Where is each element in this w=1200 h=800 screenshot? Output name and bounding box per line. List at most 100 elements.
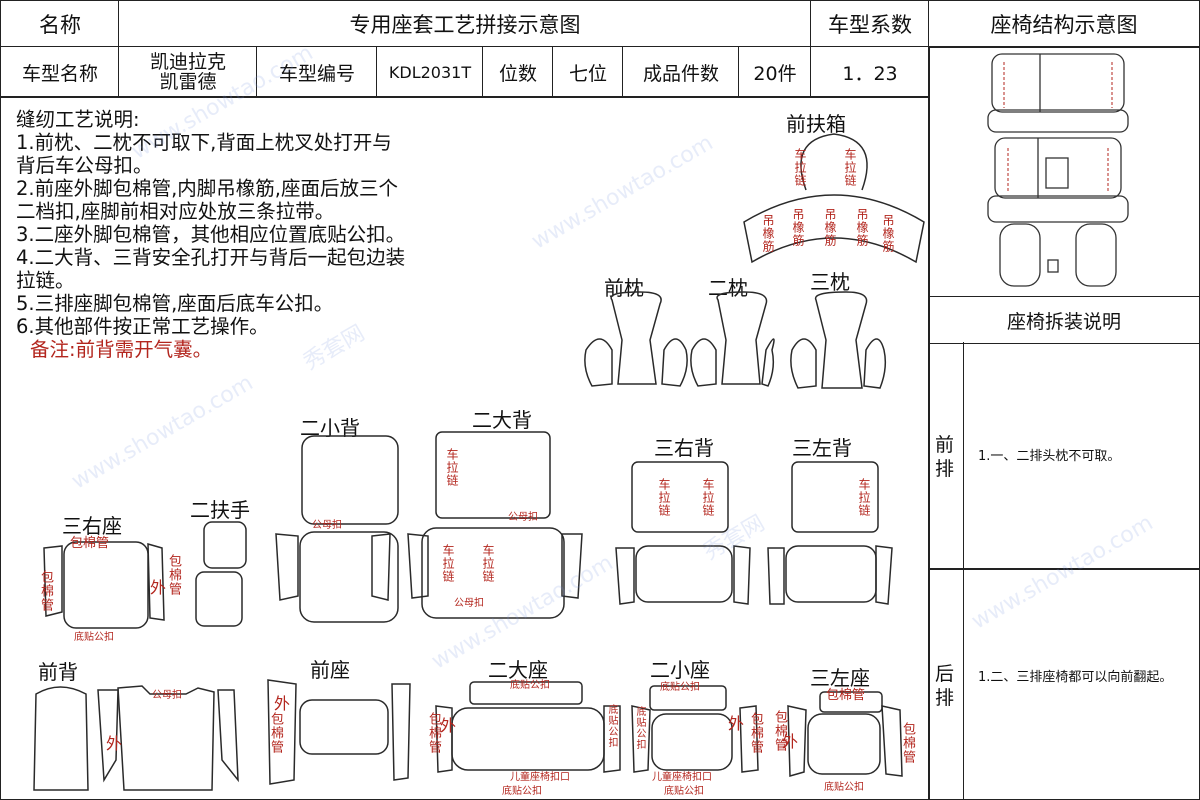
notes-line: 背后车公母扣。 <box>16 154 153 177</box>
notes-heading: 缝纫工艺说明: <box>16 108 140 131</box>
bottom-male-mark-small-seat: 底贴公扣 <box>660 682 700 693</box>
disassembly-title: 座椅拆装说明 <box>1006 310 1121 333</box>
front-row-label: 前排 <box>935 434 955 480</box>
bottom-male-mark-third-right: 底贴公扣 <box>74 632 114 643</box>
armrest-box <box>1045 157 1069 189</box>
rear-row-label: 后排 <box>935 663 955 709</box>
bottom-male-mark-third-left: 底贴公扣 <box>824 782 864 793</box>
sewing-notes: 缝纫工艺说明: 1.前枕、二枕不可取下,背面上枕叉处打开与 背后车公母扣。 2.… <box>16 108 405 361</box>
elastic-mark-3: 吊橡筋 <box>823 208 837 247</box>
pieces-label: 成品件数 <box>642 62 719 85</box>
console-box <box>1047 259 1059 273</box>
male-female-mark-big-back-lower: 公母扣 <box>454 598 484 609</box>
notes-line: 6.其他部件按正常工艺操作。 <box>16 315 269 338</box>
notes-line: 1.前枕、二枕不可取下,背面上枕叉处打开与 <box>16 131 392 154</box>
notes-line: 4.二大背、三背安全孔打开与背后一起包边装 <box>16 246 406 269</box>
cotton-tube-mark-third-left: 包棉管 <box>826 688 866 703</box>
piece-label-second-big-back: 二大背 <box>472 408 532 432</box>
page-title: 专用座套工艺拼接示意图 <box>349 13 581 37</box>
notes-line: 5.三排座脚包棉管,座面后底车公扣。 <box>16 292 334 315</box>
notes-line: 二档扣,座脚前相对应处放三条拉带。 <box>16 200 335 223</box>
piece-label-second-small-seat: 二小座 <box>650 658 710 682</box>
zipper-mark-third-left-back: 车拉链 <box>857 478 871 517</box>
pattern-pieces <box>33 133 925 791</box>
bottom-male-mark-big-seat-bottom: 底贴公扣 <box>502 786 542 797</box>
row-label-column <box>928 342 964 800</box>
seats-value: 七位 <box>568 62 607 85</box>
outer-mark-small-seat: 外 <box>728 714 745 733</box>
third-pillow-center <box>814 291 868 389</box>
row-divider <box>928 568 1200 570</box>
seat-structure-diagram <box>987 53 1129 287</box>
outer-mark-front-seat: 外 <box>274 694 291 713</box>
seats-cell: 七位 <box>552 46 624 98</box>
zipper-mark-third-right-back-1: 车拉链 <box>657 478 671 517</box>
second-row-seat <box>987 195 1129 223</box>
title-cell: 专用座套工艺拼接示意图 <box>118 0 812 48</box>
zipper-mark-armrest-left: 车拉链 <box>793 148 807 187</box>
male-female-mark-small-back: 公母扣 <box>312 520 342 531</box>
piece-label-third-left-seat: 三左座 <box>810 666 870 690</box>
zipper-mark-big-back-lower-left: 车拉链 <box>441 544 455 583</box>
child-seat-mark-big-seat: 儿童座椅扣口 <box>510 772 570 783</box>
cotton-tube-mark-small-seat: 包棉管 <box>748 712 763 754</box>
second-row-back <box>994 137 1122 199</box>
outer-mark-third-left: 外 <box>782 732 799 751</box>
model-name-label-cell: 车型名称 <box>0 46 120 98</box>
zipper-mark-third-right-back-2: 车拉链 <box>701 478 715 517</box>
cotton-tube-mark-front-seat: 包棉管 <box>268 712 283 754</box>
outer-mark-big-seat: 外 <box>440 716 457 735</box>
disassembly-title-cell: 座椅拆装说明 <box>928 296 1200 344</box>
coef-label: 车型系数 <box>828 13 912 37</box>
piece-label-front-armrest: 前扶箱 <box>786 112 846 136</box>
third-row-seat <box>987 109 1129 133</box>
cotton-tube-mark-third-left-side: 包棉管 <box>772 710 787 752</box>
bottom-male-mark-small-seat-side: 底贴公扣 <box>634 706 645 750</box>
notes-line: 3.二座外脚包棉管，其他相应位置底贴公扣。 <box>16 223 406 246</box>
front-armrest-band <box>743 194 925 264</box>
name-label-cell: 名称 <box>0 0 120 48</box>
elastic-mark-2: 吊橡筋 <box>791 208 805 247</box>
name-label: 名称 <box>39 13 81 37</box>
model-name: 凯迪拉克凯雷德 <box>149 51 226 93</box>
notes-line: 2.前座外脚包棉管,内脚吊橡筋,座面后放三个 <box>16 177 399 200</box>
child-seat-mark-small-seat: 儿童座椅扣口 <box>652 772 712 783</box>
piece-label-second-armrest: 二扶手 <box>190 498 250 522</box>
seats-label: 位数 <box>498 62 537 85</box>
coef-value: 1．23 <box>842 62 898 85</box>
piece-label-second-pillow: 二枕 <box>708 276 748 300</box>
model-code-label: 车型编号 <box>278 62 355 85</box>
cotton-tube-mark-third-right: 包棉管 <box>70 536 110 551</box>
cotton-tube-mark-right: 包棉管 <box>166 554 181 596</box>
model-name-cell: 凯迪拉克凯雷德 <box>118 46 258 98</box>
bottom-male-mark-big-seat-side: 底贴公扣 <box>606 704 617 748</box>
piece-label-third-right-seat: 三右座 <box>62 514 122 538</box>
bottom-male-mark-big-seat: 底贴公扣 <box>510 680 550 691</box>
zipper-mark-big-back: 车拉链 <box>445 448 459 487</box>
piece-label-front-seat: 前座 <box>310 658 350 682</box>
third-row-back <box>991 53 1125 113</box>
model-code-cell: KDL2031T <box>376 46 484 98</box>
outer-mark-third-right: 外 <box>150 578 167 597</box>
seats-label-cell: 位数 <box>482 46 554 98</box>
outer-mark-front-back: 外 <box>106 734 123 753</box>
model-code: KDL2031T <box>388 62 472 82</box>
male-female-mark-big-back: 公母扣 <box>508 512 538 523</box>
cotton-tube-mark-big-seat: 包棉管 <box>426 712 441 754</box>
front-row-text: 1.一、二排头枕不可取。 <box>978 449 1121 464</box>
notes-line: 拉链。 <box>16 269 75 292</box>
piece-label-front-back: 前背 <box>38 660 78 684</box>
coef-label-cell: 车型系数 <box>810 0 930 48</box>
model-name-label: 车型名称 <box>21 62 98 85</box>
model-code-label-cell: 车型编号 <box>256 46 378 98</box>
notes-remark: 备注:前背需开气囊。 <box>30 338 213 361</box>
front-right-seat <box>1075 223 1117 287</box>
elastic-mark-5: 吊橡筋 <box>881 214 895 253</box>
piece-label-front-pillow: 前枕 <box>604 276 644 300</box>
piece-label-third-right-back: 三右背 <box>654 436 714 460</box>
front-pillow-center <box>610 291 662 385</box>
bottom-male-mark-small-seat-bottom: 底贴公扣 <box>664 786 704 797</box>
cotton-tube-mark-third-left-right: 包棉管 <box>900 722 915 764</box>
cotton-tube-mark-left: 包棉管 <box>38 570 53 612</box>
second-pillow-center <box>716 291 768 385</box>
